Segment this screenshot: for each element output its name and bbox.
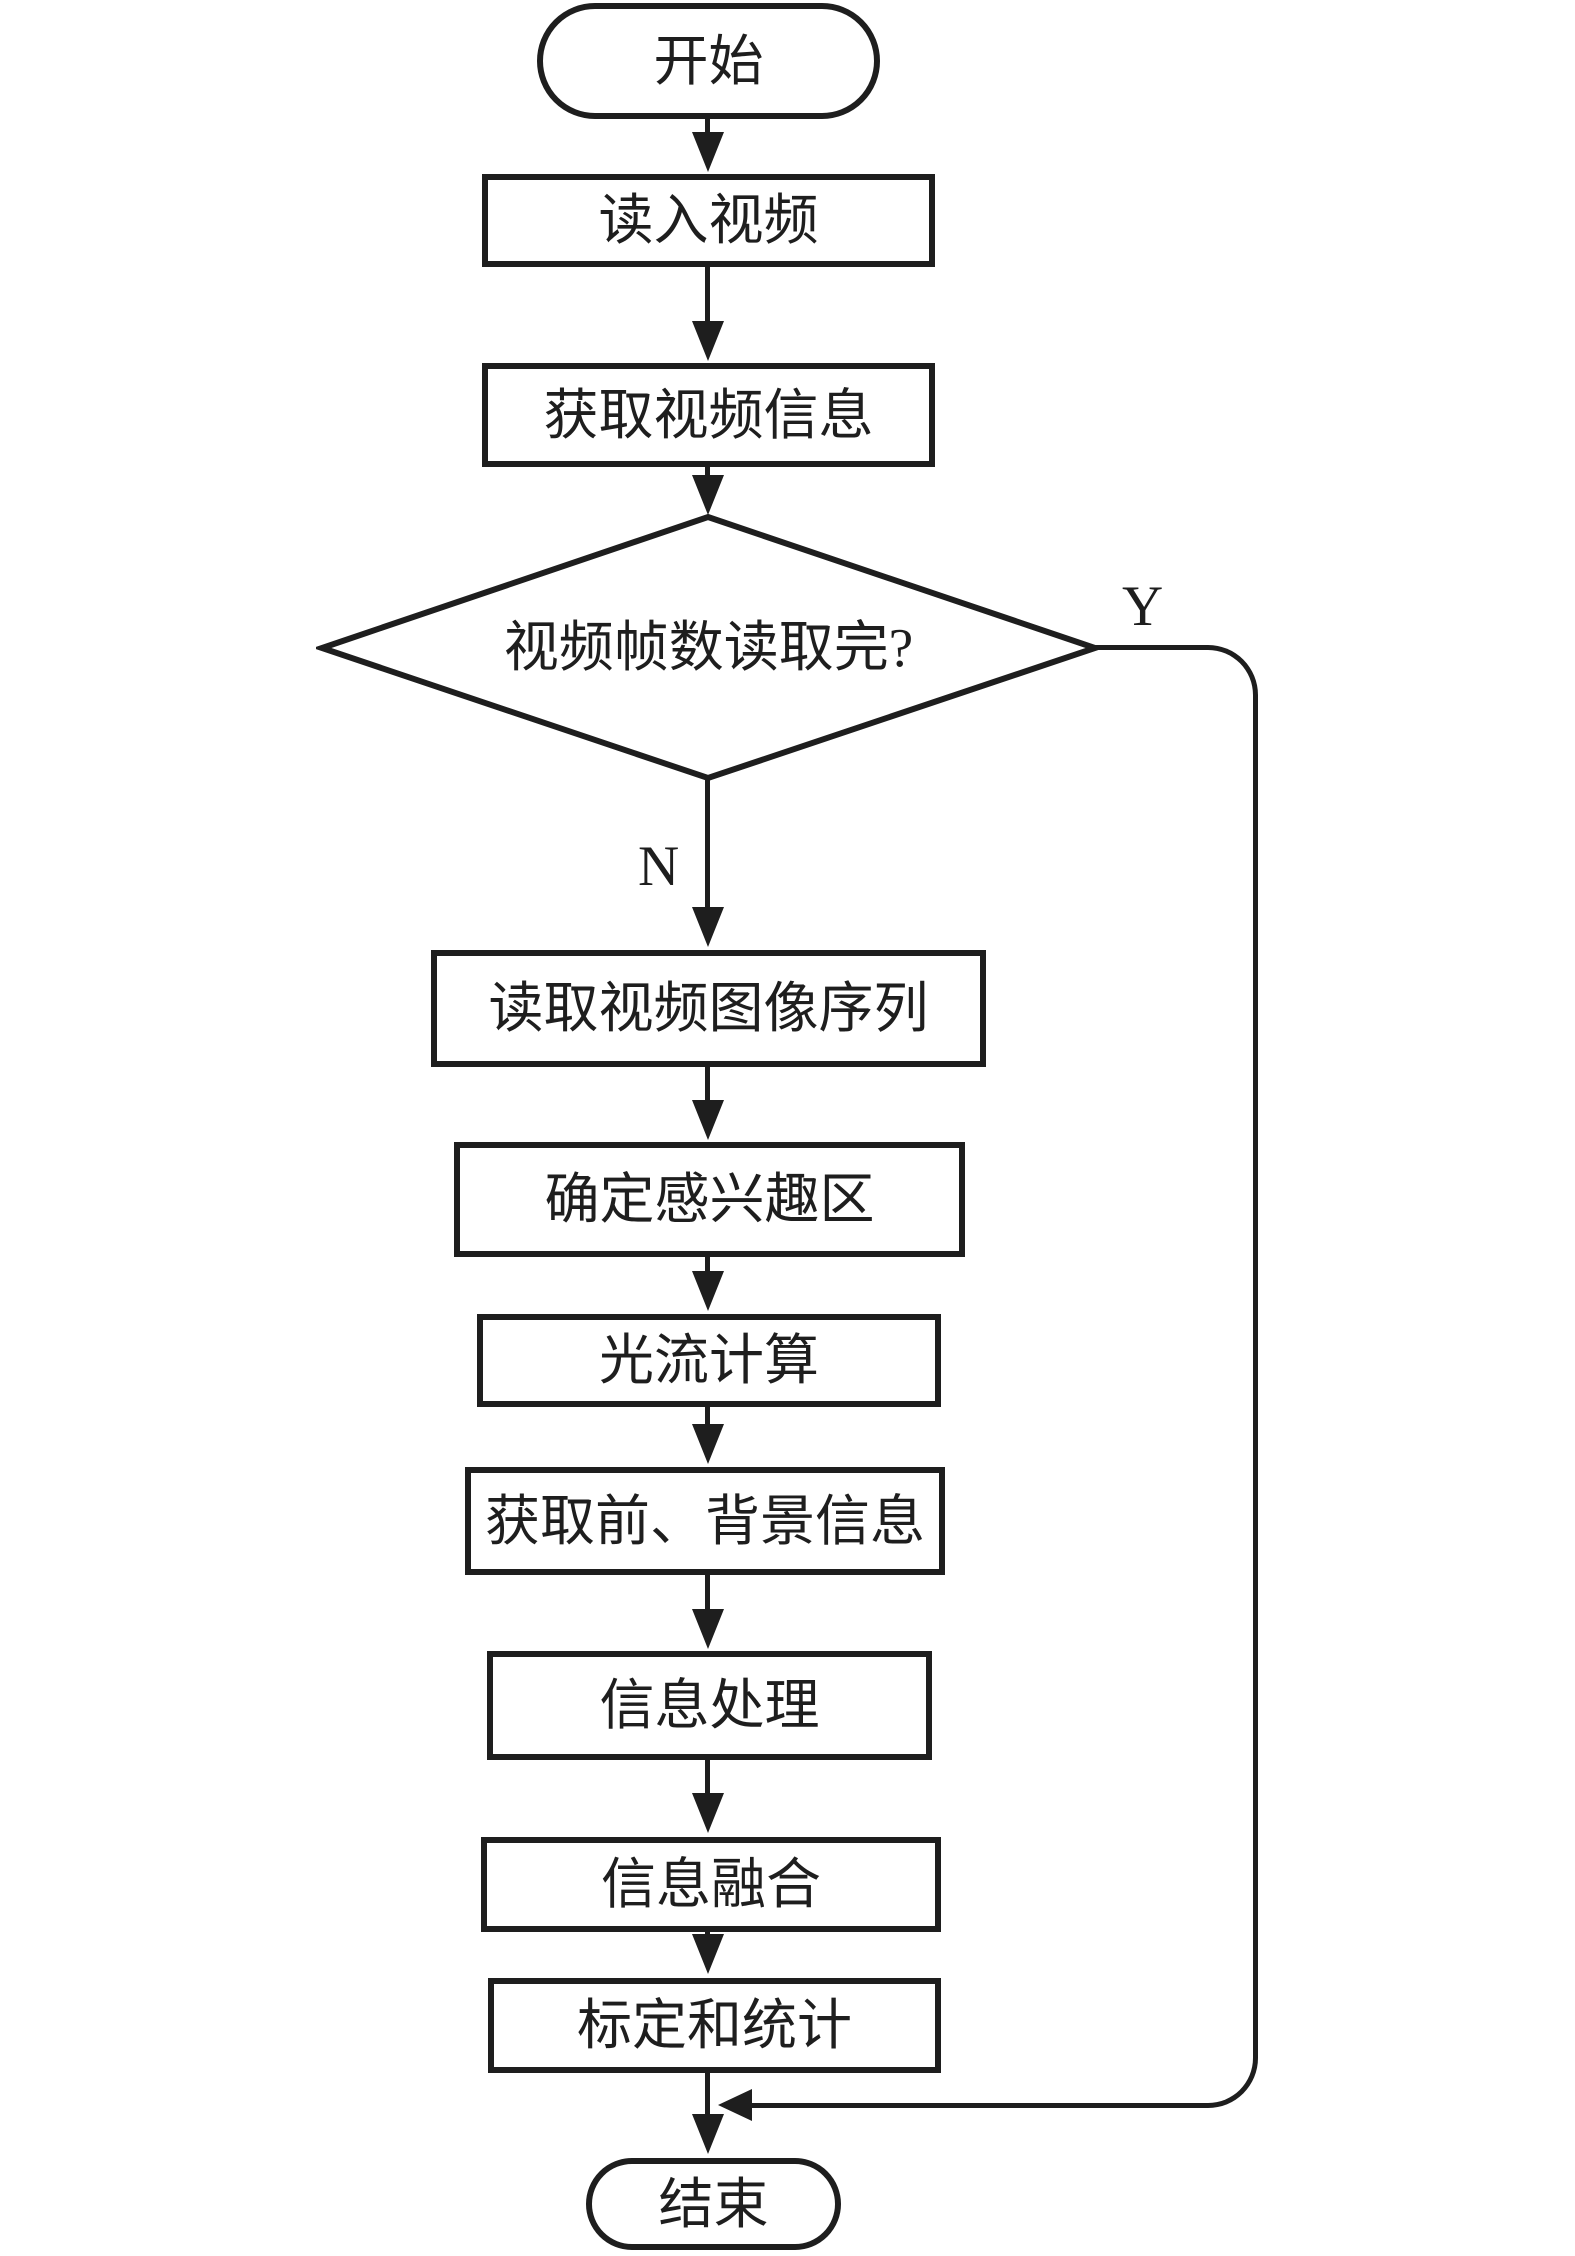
node-end-label: 结束 <box>658 2173 769 2235</box>
node-read-image-sequence-label: 读取视频图像序列 <box>488 978 929 1039</box>
node-calibration-statistics: 标定和统计 <box>488 1978 941 2073</box>
branch-label-no: N <box>638 835 680 898</box>
arrowhead-down-icon <box>692 1793 724 1833</box>
arrowhead-down-icon <box>692 1934 724 1974</box>
node-get-video-info: 获取视频信息 <box>482 363 935 467</box>
node-determine-roi-label: 确定感兴趣区 <box>544 1169 875 1230</box>
connector-decision-readseq <box>705 778 710 915</box>
arrowhead-down-icon <box>692 321 724 361</box>
connector-start-readvideo <box>705 118 710 140</box>
arrowhead-down-icon <box>692 1609 724 1649</box>
arrowhead-down-icon <box>692 475 724 515</box>
arrowhead-down-icon <box>692 1100 724 1140</box>
connector-roi-flow <box>705 1257 710 1279</box>
node-end: 结束 <box>586 2158 841 2250</box>
node-start: 开始 <box>537 3 880 119</box>
node-info-fusion: 信息融合 <box>481 1837 941 1932</box>
node-determine-roi: 确定感兴趣区 <box>454 1142 965 1257</box>
arrowhead-down-icon <box>692 1424 724 1464</box>
node-optical-flow: 光流计算 <box>477 1314 941 1407</box>
connector-yes-merge <box>750 2103 1095 2108</box>
arrowhead-down-icon <box>692 1271 724 1311</box>
connector-fgbg-processing <box>705 1575 710 1617</box>
decision-diamond-shape <box>316 513 1101 782</box>
node-get-fg-bg-info-label: 获取前、背景信息 <box>484 1490 925 1552</box>
connector-flow-fgbg <box>705 1407 710 1432</box>
node-frames-read-done-label: 视频帧数读取完? <box>503 617 914 678</box>
node-read-video-label: 读入视频 <box>598 190 819 251</box>
connector-processing-fusion <box>705 1760 710 1801</box>
node-info-processing-label: 信息处理 <box>599 1675 820 1736</box>
node-read-image-sequence: 读取视频图像序列 <box>431 950 986 1067</box>
connector-readvideo-getinfo <box>705 267 710 329</box>
connector-yes-branch <box>1095 645 1258 2108</box>
branch-label-yes: Y <box>1122 575 1164 638</box>
arrowhead-down-icon <box>692 132 724 172</box>
arrowhead-left-icon <box>718 2089 752 2121</box>
node-frames-read-done: 视频帧数读取完? <box>316 511 1101 784</box>
node-info-fusion-label: 信息融合 <box>600 1854 821 1915</box>
node-start-label: 开始 <box>653 30 764 92</box>
node-get-fg-bg-info: 获取前、背景信息 <box>465 1467 945 1575</box>
node-read-video: 读入视频 <box>482 174 935 267</box>
connector-calibration-end <box>705 2073 710 2122</box>
node-optical-flow-label: 光流计算 <box>598 1330 819 1391</box>
node-get-video-info-label: 获取视频信息 <box>543 384 874 446</box>
node-info-processing: 信息处理 <box>487 1651 932 1760</box>
connector-readseq-roi <box>705 1067 710 1108</box>
node-calibration-statistics-label: 标定和统计 <box>576 1995 852 2056</box>
arrowhead-down-icon <box>692 907 724 947</box>
